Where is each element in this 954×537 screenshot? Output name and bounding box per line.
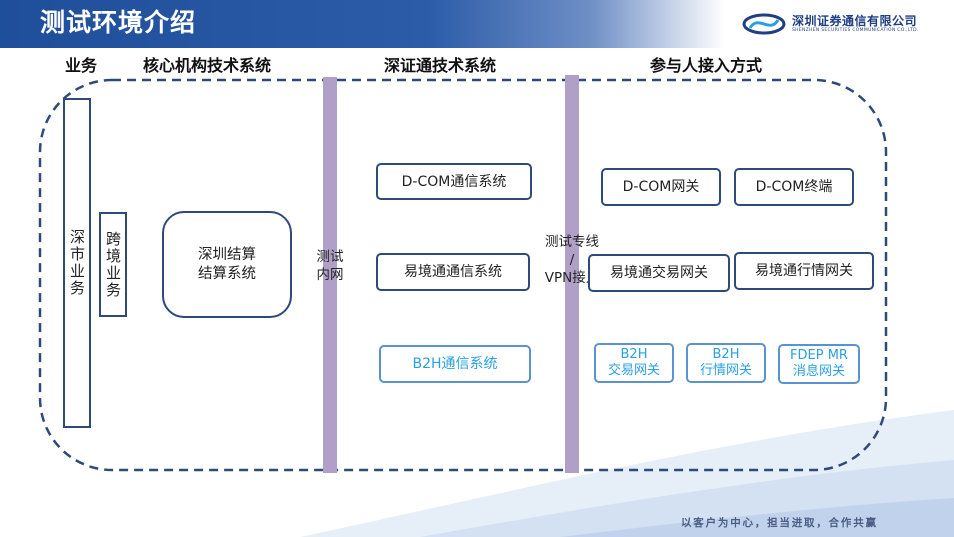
logo-name: 深圳证券通信有限公司 bbox=[792, 14, 918, 28]
dcom-communication-system-box: D-COM通信系统 bbox=[376, 163, 532, 200]
company-logo: 深圳证券通信有限公司 SHENZHEN SECURITIES COMMUNICA… bbox=[742, 8, 942, 40]
b2h-trade-gateway-box: B2H 交易网关 bbox=[594, 343, 674, 383]
shenzhen-business-box: 深市业务 bbox=[63, 98, 91, 428]
cross-border-business-label: 跨境业务 bbox=[104, 230, 122, 299]
fdep-mr-gateway-box: FDEP MR 消息网关 bbox=[778, 344, 860, 384]
column-title-core: 核心机构技术系统 bbox=[143, 56, 272, 75]
background-swoosh bbox=[300, 410, 954, 537]
column-title-business: 业务 bbox=[65, 56, 98, 75]
dcom-communication-system-label: D-COM通信系统 bbox=[401, 173, 507, 190]
b2h-market-gateway-label: B2H 行情网关 bbox=[699, 347, 752, 378]
column-title-participant: 参与人接入方式 bbox=[650, 56, 763, 75]
test-intranet-bar bbox=[323, 77, 337, 473]
column-title-szt: 深证通技术系统 bbox=[384, 56, 497, 75]
b2h-market-gateway-box: B2H 行情网关 bbox=[686, 343, 766, 383]
b2h-communication-system-label: B2H通信系统 bbox=[412, 356, 498, 372]
shenzhen-business-label: 深市业务 bbox=[68, 229, 86, 297]
page-title: 测试环境介绍 bbox=[40, 8, 197, 37]
yijing-market-gateway-box: 易境通行情网关 bbox=[734, 252, 874, 290]
fdep-mr-gateway-label: FDEP MR 消息网关 bbox=[790, 348, 848, 379]
dcom-gateway-label: D-COM网关 bbox=[622, 179, 700, 195]
yijing-communication-system-box: 易境通通信系统 bbox=[376, 253, 530, 291]
dcom-terminal-label: D-COM终端 bbox=[755, 179, 833, 195]
logo-english-name: SHENZHEN SECURITIES COMMUNICATION CO.,LT… bbox=[792, 28, 919, 33]
logo-swirl-icon bbox=[742, 13, 786, 35]
yijing-market-gateway-label: 易境通行情网关 bbox=[755, 263, 853, 279]
yijing-trade-gateway-box: 易境通交易网关 bbox=[588, 254, 730, 292]
cross-border-business-box: 跨境业务 bbox=[99, 212, 127, 317]
b2h-communication-system-box: B2H通信系统 bbox=[379, 345, 531, 383]
dcom-gateway-box: D-COM网关 bbox=[601, 168, 721, 206]
dcom-terminal-box: D-COM终端 bbox=[734, 168, 854, 206]
yijing-trade-gateway-label: 易境通交易网关 bbox=[610, 265, 708, 281]
test-line-bar bbox=[565, 75, 579, 473]
test-intranet-label: 测试 内网 bbox=[316, 249, 344, 283]
footer-slogan: 以客户为中心，担当进取，合作共赢 bbox=[681, 517, 878, 529]
settlement-system-box: 深圳结算 结算系统 bbox=[162, 211, 292, 318]
b2h-trade-gateway-label: B2H 交易网关 bbox=[607, 347, 660, 378]
yijing-communication-system-label: 易境通通信系统 bbox=[404, 264, 502, 280]
test-line-label: 测试专线 / VPN接入 bbox=[544, 234, 600, 286]
settlement-system-label: 深圳结算 结算系统 bbox=[198, 246, 256, 282]
header-bar bbox=[0, 0, 954, 48]
